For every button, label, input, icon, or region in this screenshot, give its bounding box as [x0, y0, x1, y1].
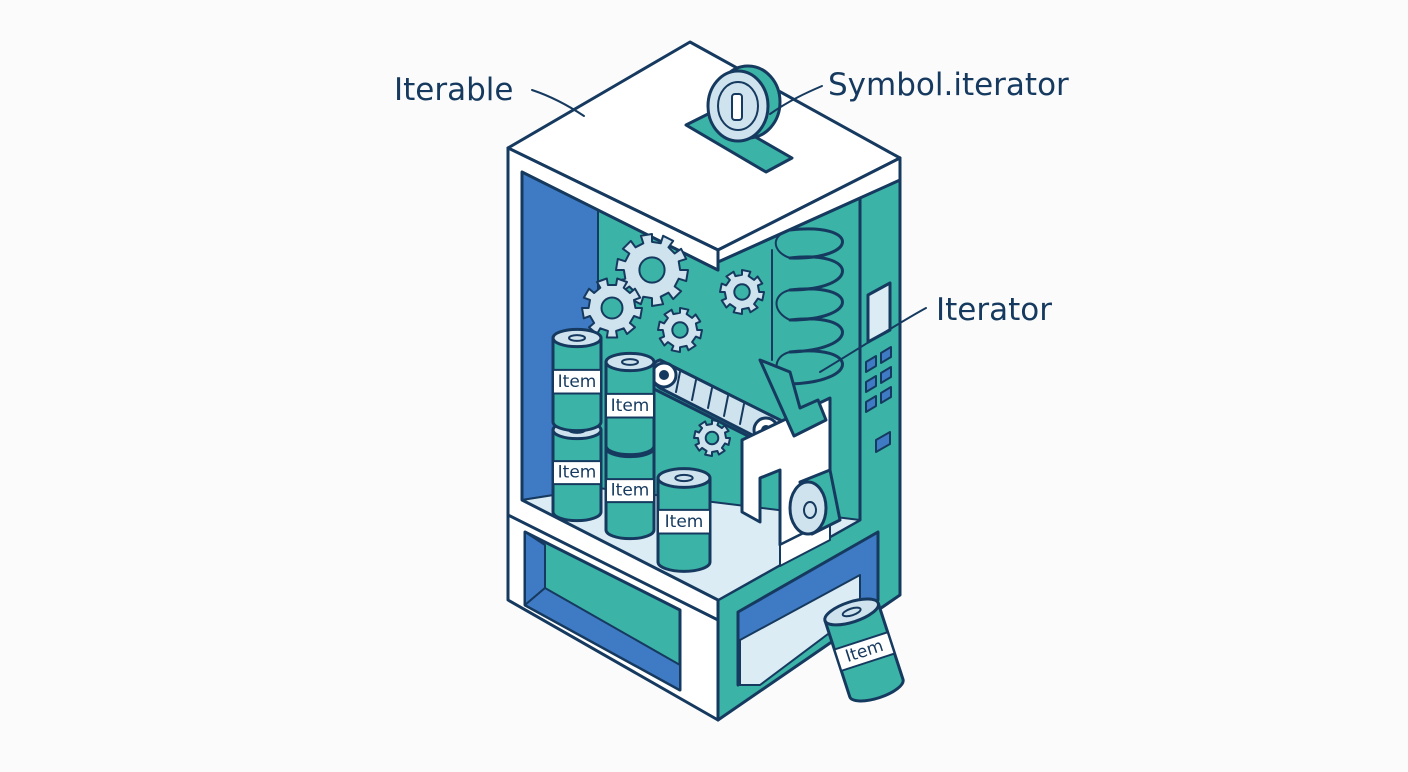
- item-can: Item: [656, 467, 712, 573]
- gear-hub: [671, 321, 689, 339]
- item-label: Item: [665, 512, 704, 532]
- gear-hub: [704, 430, 720, 446]
- item-label: Item: [558, 463, 597, 483]
- gear-hub: [733, 283, 751, 301]
- keypad-button: [865, 395, 877, 413]
- coin-return-slot: [875, 431, 891, 453]
- lower-slot-floor: [524, 587, 681, 691]
- keypad-button: [880, 346, 892, 364]
- leader-iterable: [531, 89, 585, 117]
- control-panel: [865, 281, 892, 453]
- label-symbol-iterator: Symbol.iterator: [828, 67, 1069, 103]
- gear-hub: [600, 296, 624, 320]
- spring-coil: [771, 227, 844, 386]
- coin-slot-group: [684, 64, 794, 174]
- label-iterable: Iterable: [394, 72, 513, 108]
- gears: [581, 233, 765, 457]
- top-lip: [716, 156, 902, 264]
- item-can: Item: [551, 327, 603, 433]
- label-iterator: Iterator: [936, 292, 1052, 328]
- item-label: Item: [611, 396, 650, 416]
- leader-symbol-iterator: [769, 85, 823, 115]
- leader-iterator: [819, 307, 927, 373]
- iterator-arm: [758, 358, 828, 438]
- item-can-exiting: [788, 468, 842, 536]
- keypad-button: [865, 375, 877, 393]
- item-label: Item: [558, 372, 597, 392]
- keypad-button: [880, 366, 892, 384]
- gear-hub: [638, 256, 666, 284]
- output-bin-tray: [739, 574, 861, 686]
- item-can: Item: [823, 597, 905, 703]
- keypad-button: [880, 386, 892, 404]
- labels: Iterable Symbol.iterator Iterator: [394, 67, 1069, 373]
- item-label: Item: [611, 481, 650, 501]
- item-can: Item: [604, 351, 656, 457]
- item-can: Item: [551, 419, 603, 523]
- keypad-button: [865, 355, 877, 373]
- display-screen: [866, 281, 892, 344]
